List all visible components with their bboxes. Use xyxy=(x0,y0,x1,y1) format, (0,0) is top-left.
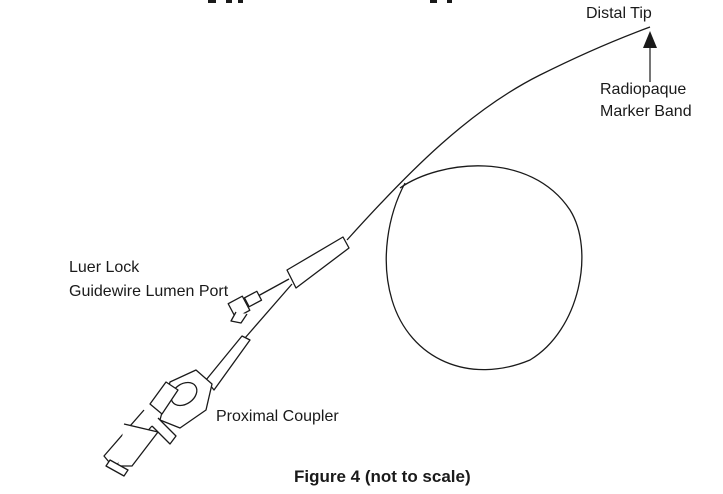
side-arm-tube xyxy=(257,278,290,297)
luer-lock-label-line1: Luer Lock xyxy=(69,259,140,276)
marker-band-label-line2: Marker Band xyxy=(600,103,692,120)
proximal-coupler-label: Proximal Coupler xyxy=(216,408,339,425)
catheter-shaft xyxy=(346,26,651,241)
luer-lock-label-line2: Guidewire Lumen Port xyxy=(69,283,229,300)
distal-tip-label: Distal Tip xyxy=(586,5,652,22)
tapered-hub xyxy=(286,236,350,289)
strain-relief xyxy=(205,335,251,391)
catheter-loop xyxy=(385,165,583,371)
marker-band-arrow xyxy=(643,31,657,82)
luer-lock-port xyxy=(227,290,263,324)
cropped-top-text-marks xyxy=(208,0,452,3)
proximal-shaft xyxy=(244,283,293,339)
marker-band-label-line1: Radiopaque xyxy=(600,81,687,98)
proximal-coupler xyxy=(103,369,213,477)
figure-caption: Figure 4 (not to scale) xyxy=(294,467,471,486)
